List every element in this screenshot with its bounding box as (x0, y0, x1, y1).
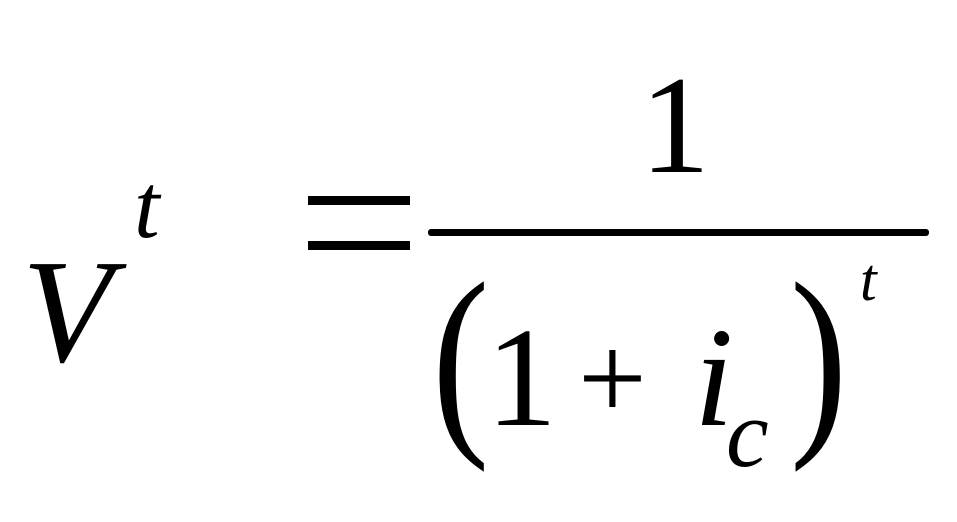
denominator-one: 1 (486, 298, 557, 456)
equals-sign (308, 196, 410, 250)
equals-bottom-bar (308, 241, 410, 250)
denominator-variable-i: i (694, 298, 734, 456)
denominator-plus-sign: + (578, 311, 647, 446)
fraction-numerator: 1 (640, 48, 710, 203)
lhs-variable-v: V (22, 230, 113, 394)
equals-top-bar (308, 196, 410, 205)
denominator-close-paren: ) (790, 241, 848, 473)
denominator-exponent-t: t (860, 247, 877, 313)
lhs-exponent-t: t (134, 155, 160, 257)
fraction-bar (428, 229, 929, 236)
denominator-open-paren: ( (432, 241, 490, 473)
denominator-subscript-c: c (726, 380, 769, 487)
